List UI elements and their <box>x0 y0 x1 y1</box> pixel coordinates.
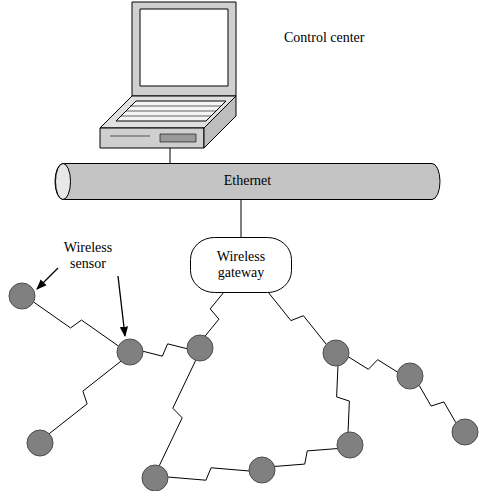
wireless-link <box>348 357 397 372</box>
ethernet-bus: Ethernet <box>55 163 440 200</box>
sensor-label: Wireless sensor <box>52 240 124 272</box>
sensor-node <box>323 340 349 366</box>
gateway-box: Wireless gateway <box>190 237 292 293</box>
sensor-node <box>452 419 478 445</box>
sensor-node <box>27 430 53 456</box>
wireless-link <box>143 344 187 356</box>
laptop-cable <box>170 148 171 164</box>
sensor-node <box>117 339 143 365</box>
wireless-link <box>419 385 456 422</box>
wireless-link <box>268 292 326 344</box>
node-label: Wireless gateway <box>206 249 276 281</box>
sensor-node <box>142 465 168 491</box>
bus-link <box>241 200 242 237</box>
node-label: Ethernet <box>224 173 271 189</box>
wireless-link <box>159 360 195 465</box>
wireless-link <box>275 449 338 467</box>
sensor-network <box>9 283 478 491</box>
sensor-node <box>187 335 213 361</box>
sensor-node <box>397 363 423 389</box>
wireless-link <box>168 468 249 480</box>
sensor-node <box>337 432 363 458</box>
station-label: Control center <box>284 30 404 46</box>
wireless-link <box>34 302 119 346</box>
laptop-icon <box>100 2 236 148</box>
wireless-link <box>205 292 224 336</box>
wireless-link <box>49 361 121 434</box>
leader-arrows <box>37 268 125 336</box>
sensor-node <box>9 283 35 309</box>
wireless-link <box>337 366 350 432</box>
sensor-node <box>249 457 275 483</box>
